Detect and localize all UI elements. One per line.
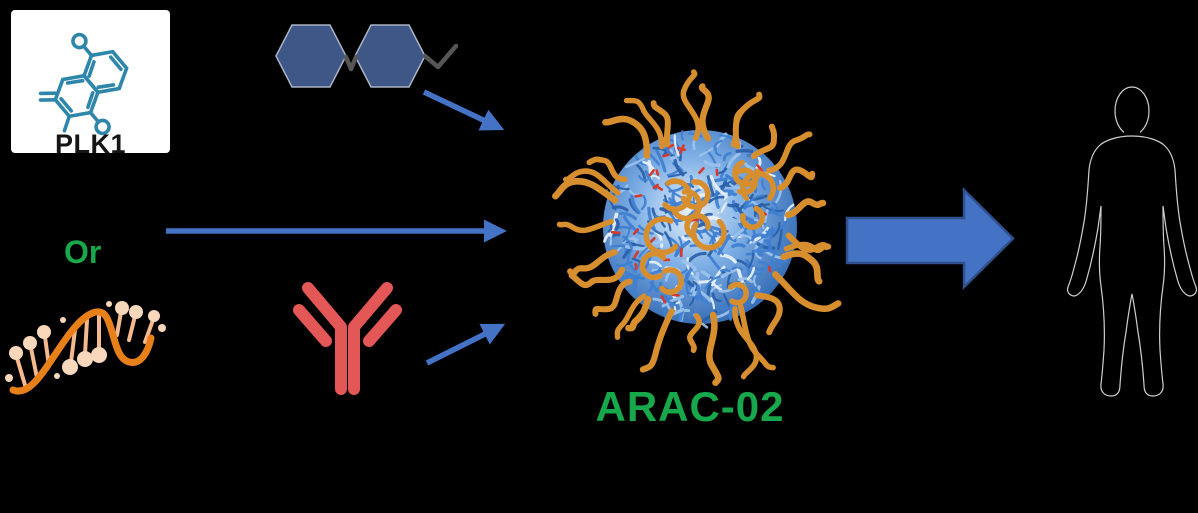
molecule-card [11, 10, 170, 153]
plk1-molecule-icon [38, 32, 129, 136]
human-silhouette-icon [1067, 86, 1197, 397]
arrow-icon-polymer [422, 89, 505, 131]
product-label: ARAC-02 [595, 383, 785, 430]
polymer-hexagons-icon [275, 24, 459, 88]
antibody-icon [293, 282, 402, 395]
sirna-strand-icon [5, 301, 166, 395]
arrow-icon-antibody [425, 323, 506, 366]
nanoparticle-icon [552, 69, 842, 387]
block-arrow-icon [845, 187, 1015, 290]
or-label: Or [64, 234, 102, 270]
plk1-label: PLK1 [54, 129, 127, 159]
